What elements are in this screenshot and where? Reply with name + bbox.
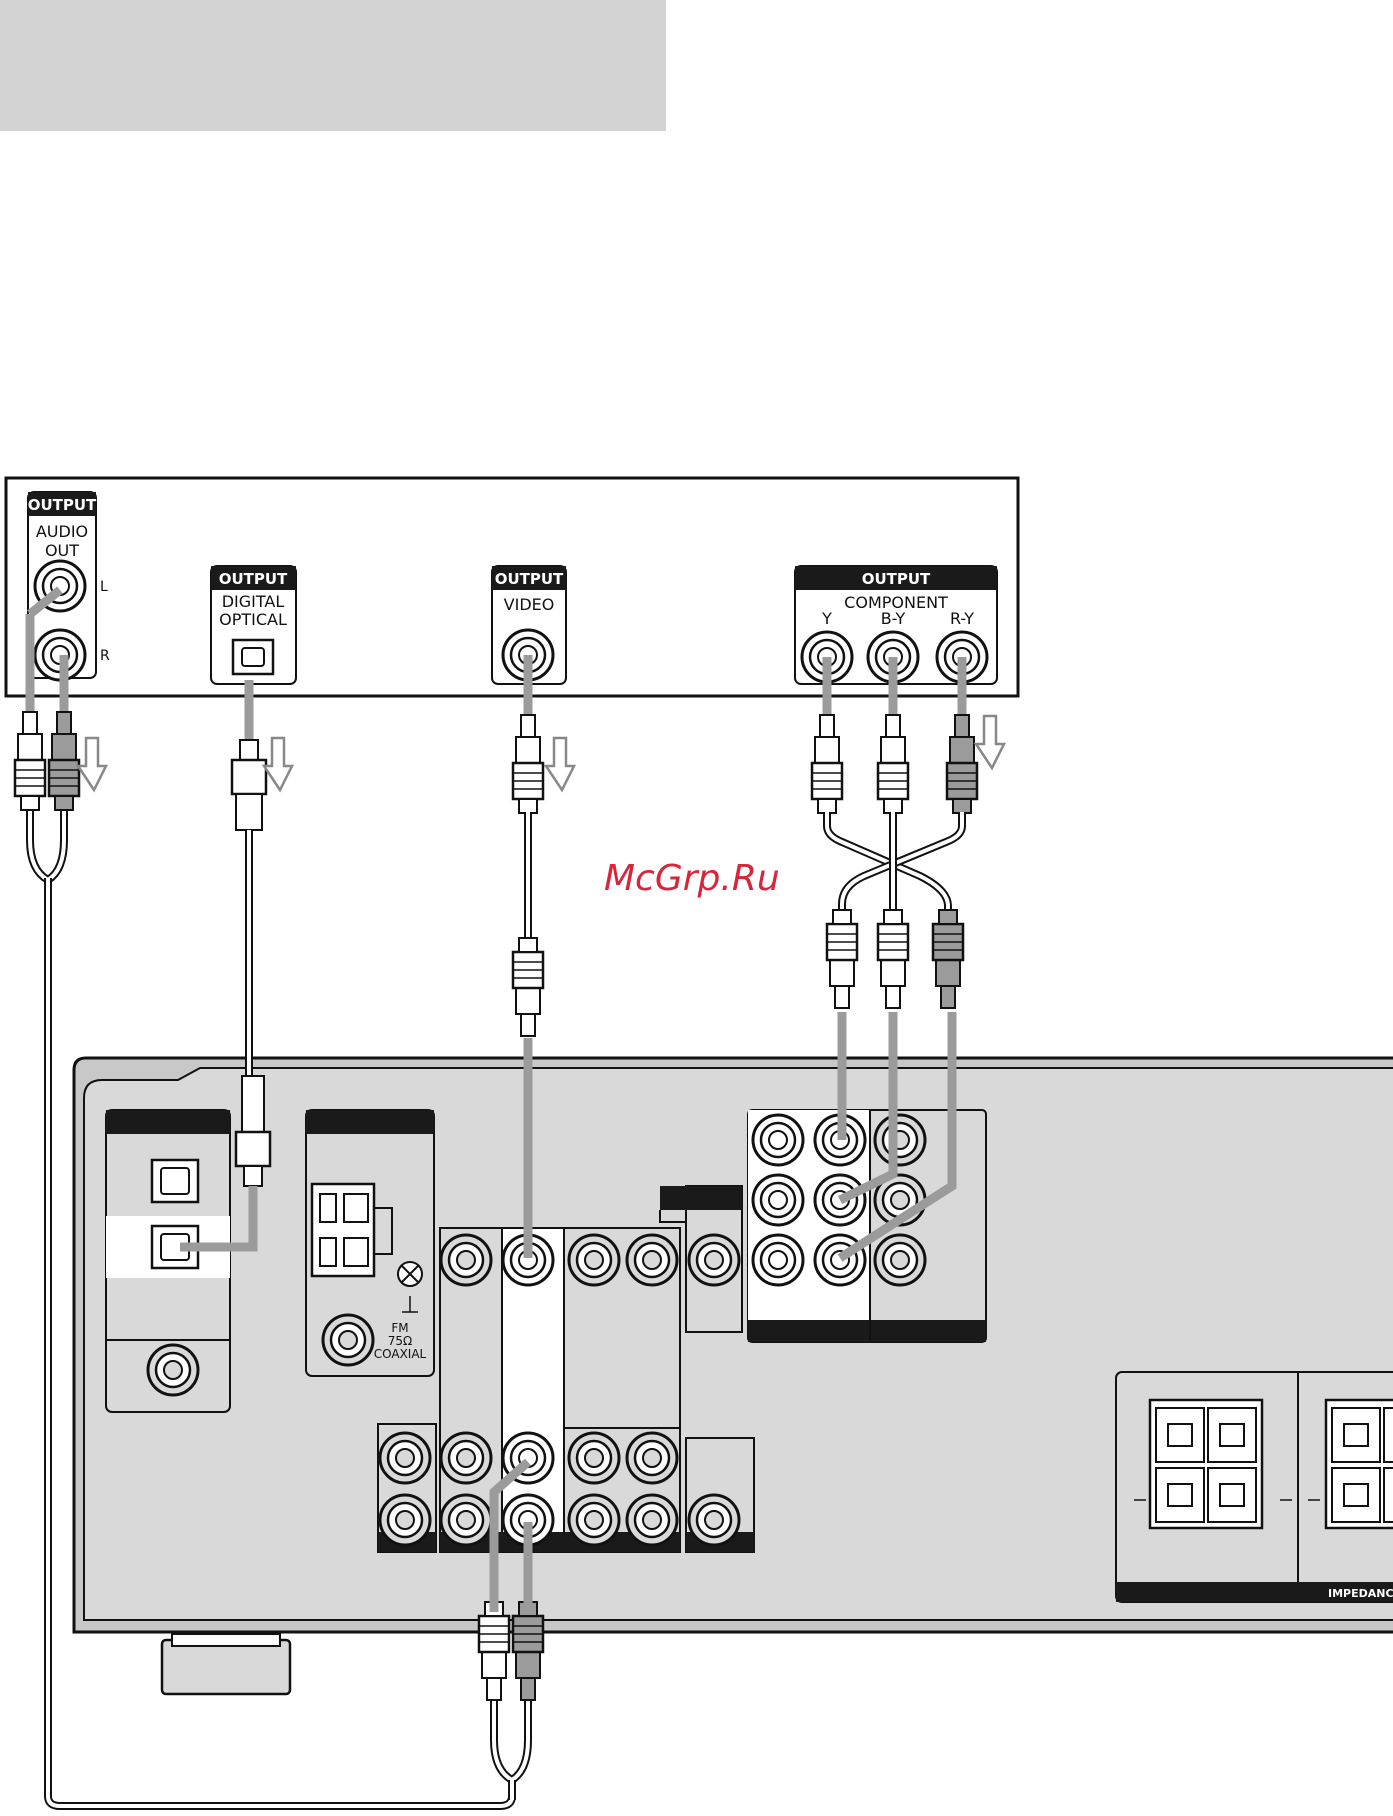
audio-plug-r-player bbox=[49, 712, 79, 810]
comp-in-jack-4 bbox=[753, 1175, 803, 1225]
arrow-down-icon bbox=[546, 738, 574, 790]
component-plug-ry-receiver bbox=[933, 910, 963, 1008]
impedance-label: IMPEDANC bbox=[1328, 1587, 1393, 1600]
component-ry-label: R-Y bbox=[950, 609, 974, 628]
component-plug-by-receiver bbox=[878, 910, 908, 1008]
component-plug-by-player bbox=[878, 715, 908, 813]
audio-out-label-1: AUDIO bbox=[36, 522, 88, 541]
audio-out-header: OUTPUT bbox=[28, 496, 97, 514]
digital-input-block bbox=[106, 1110, 230, 1412]
digital-optical-label-2: OPTICAL bbox=[219, 610, 287, 629]
av-jack-14 bbox=[627, 1495, 677, 1545]
av-jack-10 bbox=[380, 1495, 430, 1545]
component-plug-ry-player bbox=[947, 715, 977, 813]
component-out-header: OUTPUT bbox=[862, 570, 931, 588]
fm-label-3: COAXIAL bbox=[374, 1347, 427, 1361]
video-plug-receiver bbox=[513, 938, 543, 1036]
audio-out-label-2: OUT bbox=[45, 541, 79, 560]
av-jack-6 bbox=[441, 1433, 491, 1483]
comp-in-jack-7 bbox=[753, 1235, 803, 1285]
coaxial-in-jack bbox=[148, 1345, 198, 1395]
audio-plug-l-receiver bbox=[479, 1602, 509, 1700]
arrow-down-icon bbox=[976, 716, 1004, 768]
av-jack-1 bbox=[441, 1235, 491, 1285]
av-jack-13 bbox=[569, 1495, 619, 1545]
video-out-header: OUTPUT bbox=[495, 570, 564, 588]
av-jack-8 bbox=[569, 1433, 619, 1483]
speaker-terminals: IMPEDANC bbox=[1116, 1372, 1393, 1602]
video-out-label: VIDEO bbox=[504, 595, 555, 614]
comp-in-jack-3 bbox=[875, 1115, 925, 1165]
receiver-foot bbox=[162, 1640, 290, 1694]
audio-plug-l-player bbox=[15, 712, 45, 810]
watermark: McGrp.Ru bbox=[604, 858, 780, 899]
audio-out-r-label: R bbox=[100, 648, 110, 664]
fm-label-2: 75Ω bbox=[388, 1334, 412, 1348]
fm-coaxial-jack bbox=[323, 1315, 373, 1365]
component-plug-y-player bbox=[812, 715, 842, 813]
av-jack-3 bbox=[569, 1235, 619, 1285]
av-jack-4 bbox=[627, 1235, 677, 1285]
arrow-down-icon bbox=[78, 738, 106, 790]
digital-optical-header: OUTPUT bbox=[219, 570, 288, 588]
component-plug-y-receiver bbox=[827, 910, 857, 1008]
video-plug-player bbox=[513, 715, 543, 813]
digital-optical-section: OUTPUT DIGITAL OPTICAL bbox=[211, 566, 296, 684]
component-y-label: Y bbox=[821, 609, 832, 628]
comp-in-jack-9 bbox=[875, 1235, 925, 1285]
monitor-video-jack bbox=[689, 1235, 739, 1285]
arrow-down-icon bbox=[264, 738, 292, 790]
audio-out-l-label: L bbox=[100, 579, 108, 595]
antenna-block: FM 75Ω COAXIAL bbox=[306, 1110, 434, 1376]
component-by-label: B-Y bbox=[881, 609, 906, 628]
audio-plug-r-receiver bbox=[513, 1602, 543, 1700]
sub-out-jack bbox=[689, 1495, 739, 1545]
fm-label-1: FM bbox=[391, 1321, 408, 1335]
av-jack-11 bbox=[441, 1495, 491, 1545]
av-jack-9 bbox=[627, 1433, 677, 1483]
av-jack-5 bbox=[380, 1433, 430, 1483]
digital-optical-label-1: DIGITAL bbox=[222, 592, 285, 611]
comp-in-jack-1 bbox=[753, 1115, 803, 1165]
